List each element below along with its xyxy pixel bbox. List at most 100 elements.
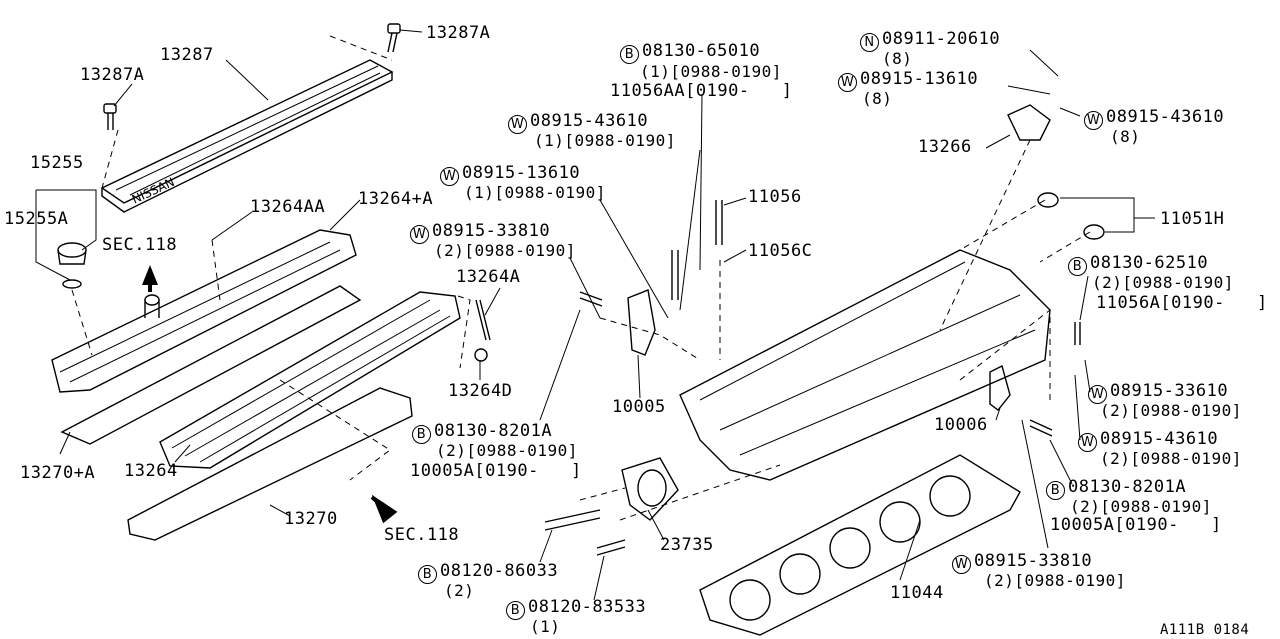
bracket-10006 [989,364,1011,411]
label-08915-33610-qty: (2)[0988-0190] [1100,401,1242,420]
label-08915-33810-a-qty: (2)[0988-0190] [434,241,576,260]
label-13287A-left: 13287A [80,65,145,85]
bolt-08120-86033 [544,509,601,531]
label-08911-20610-qty: (8) [882,49,913,68]
label-08130-62510-qty: (2)[0988-0190] [1092,273,1234,292]
label-13264plusA: 13264+A [358,189,434,209]
label-23735: 23735 [660,535,714,555]
label-08915-13610-b-qty: (8) [862,89,893,108]
washer-marker-icon: W [410,225,429,244]
nut-marker-icon: N [860,33,879,52]
bolt-marker-icon: B [418,565,437,584]
label-08915-43610-b-qty: (8) [1110,127,1141,146]
label-13264A: 13264A [456,267,521,287]
head-gasket-11044 [699,454,1021,636]
gasket-13270plusA [60,285,362,445]
bolt-marker-icon: B [506,601,525,620]
leader-lines [35,29,1155,601]
label-11044: 11044 [890,583,944,603]
assembly-dashed-lines [71,35,1091,521]
label-10005: 10005 [612,397,666,417]
label-15255: 15255 [30,153,84,173]
label-11056C: 11056C [748,241,813,261]
label-08130-8201A-b-qty: (2)[0988-0190] [1070,497,1212,516]
svg-text:NISSAN: NISSAN [130,175,177,207]
label-13266: 13266 [918,137,972,157]
bolt-marker-icon: B [1068,257,1087,276]
bracket-13266 [1007,104,1051,141]
label-13287: 13287 [160,45,214,65]
label-13287A-top: 13287A [426,23,491,43]
bolt-08130-8201A-a [579,291,603,307]
washer-marker-icon: W [508,115,527,134]
washer-marker-icon: W [838,73,857,92]
label-sec118-bottom: SEC.118 [384,525,460,545]
bolt-08120-83533 [596,539,626,556]
washer-marker-icon: W [952,555,971,574]
bolt-13287A-left [103,103,117,130]
washer-marker-icon: W [440,167,459,186]
washer-marker-icon: W [1078,433,1097,452]
arrow-down-icon [370,494,398,524]
label-10005A-a: 10005A[0190- ] [410,461,582,481]
label-13270plusA: 13270+A [20,463,96,483]
label-13264D: 13264D [448,381,513,401]
label-10005A-b: 10005A[0190- ] [1050,515,1222,535]
plug-11051H-b [1083,224,1105,240]
label-08120-86033-qty: (2) [444,581,475,600]
bolt-marker-icon: B [1046,481,1065,500]
oil-cap-15255 [57,242,87,289]
label-11056A: 11056A[0190- ] [1096,293,1268,313]
washer-marker-icon: W [1088,385,1107,404]
washer-marker-icon: W [1084,111,1103,130]
cylinder-head [679,249,1051,481]
bolt-marker-icon: B [412,425,431,444]
plate-23735 [621,457,679,521]
cam-cover-13264 [159,291,461,469]
label-08915-43610-c-qty: (2)[0988-0190] [1100,449,1242,468]
diagram-code: A111B 0184 [1160,622,1250,638]
bolt-13264A [475,299,491,341]
rocker-cover-top: NISSAN [100,59,394,213]
bracket-10005 [627,289,656,356]
bolt-13287A-top [387,23,401,53]
label-08915-13610-a-qty: (1)[0988-0190] [464,183,606,202]
bolt-08130-8201A-b [1029,419,1053,437]
bolt-marker-icon: B [620,45,639,64]
bolt-11056A [1074,322,1081,345]
label-11051H: 11051H [1160,209,1225,229]
label-08120-83533-qty: (1) [530,617,561,636]
label-13264: 13264 [124,461,178,481]
gasket-13270 [127,387,413,541]
label-sec118-top: SEC.118 [102,235,178,255]
label-08130-65010-qty: (1)[0988-0190] [640,62,782,81]
label-13264AA: 13264AA [250,197,326,217]
label-08915-33810-b-qty: (2)[0988-0190] [984,571,1126,590]
plug-11051H-a [1037,192,1059,208]
label-13270: 13270 [284,509,338,529]
label-11056AA: 11056AA[0190- ] [610,81,793,101]
label-08130-8201A-a-qty: (2)[0988-0190] [436,441,578,460]
arrow-up-icon [142,265,158,292]
label-08915-43610-a-qty: (1)[0988-0190] [534,131,676,150]
bolt-08130-65010 [671,250,679,300]
cam-cover-13264plusA [51,229,357,393]
label-11056: 11056 [748,187,802,207]
